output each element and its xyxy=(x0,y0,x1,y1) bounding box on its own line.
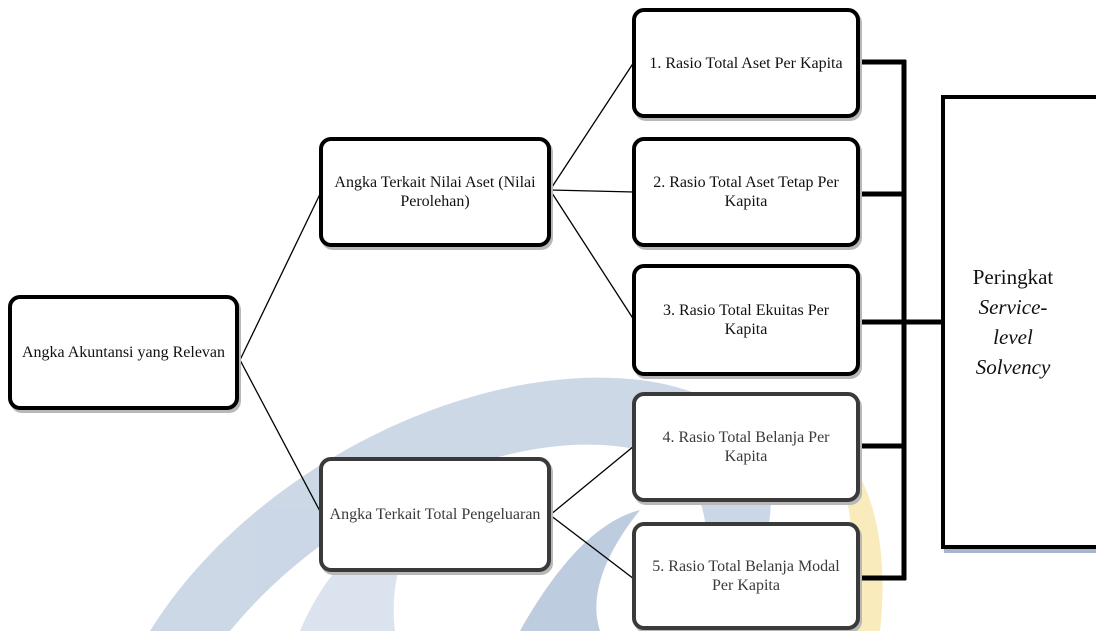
group-node-expenditure: Angka Terkait Total Pengeluaran xyxy=(319,457,551,572)
connector-root-group1 xyxy=(239,189,323,361)
root-node: Angka Akuntansi yang Relevan xyxy=(8,295,239,410)
connector-group2-ratio5 xyxy=(549,514,635,580)
connector-root-group2 xyxy=(239,359,323,516)
ratio-node-4: 4. Rasio Total Belanja Per Kapita xyxy=(632,392,860,502)
connector-group2-ratio4 xyxy=(549,445,635,516)
ratio-node-5: 5. Rasio Total Belanja Modal Per Kapita xyxy=(632,522,860,630)
connector-group1-ratio3 xyxy=(549,189,635,321)
result-line-4: Solvency xyxy=(975,355,1051,379)
connector-group1-ratio1 xyxy=(549,61,635,191)
ratio-node-4-label: 4. Rasio Total Belanja Per Kapita xyxy=(662,429,830,465)
ratio-node-2: 2. Rasio Total Aset Tetap Per Kapita xyxy=(632,137,860,247)
ratio-node-1: 1. Rasio Total Aset Per Kapita xyxy=(632,8,860,118)
group-node-asset-label: Angka Terkait Nilai Aset (Nilai Peroleha… xyxy=(334,174,536,210)
ratio-node-1-label: 1. Rasio Total Aset Per Kapita xyxy=(649,54,843,72)
ratio-node-3: 3. Rasio Total Ekuitas Per Kapita xyxy=(632,264,860,376)
root-node-label: Angka Akuntansi yang Relevan xyxy=(21,344,226,361)
group-node-expenditure-label: Angka Terkait Total Pengeluaran xyxy=(329,506,541,523)
result-node: Peringkat Service- level Solvency xyxy=(941,95,1096,549)
result-line-1: Peringkat xyxy=(972,265,1054,289)
ratio-node-5-label: 5. Rasio Total Belanja Modal Per Kapita xyxy=(652,558,840,594)
ratio-node-3-label: 3. Rasio Total Ekuitas Per Kapita xyxy=(662,302,830,338)
group-node-asset: Angka Terkait Nilai Aset (Nilai Peroleha… xyxy=(319,137,551,247)
result-line-2: Service- xyxy=(978,295,1048,319)
result-line-3: level xyxy=(993,325,1033,349)
ratio-node-2-label: 2. Rasio Total Aset Tetap Per Kapita xyxy=(653,174,839,210)
connector-group1-ratio2 xyxy=(549,189,635,193)
